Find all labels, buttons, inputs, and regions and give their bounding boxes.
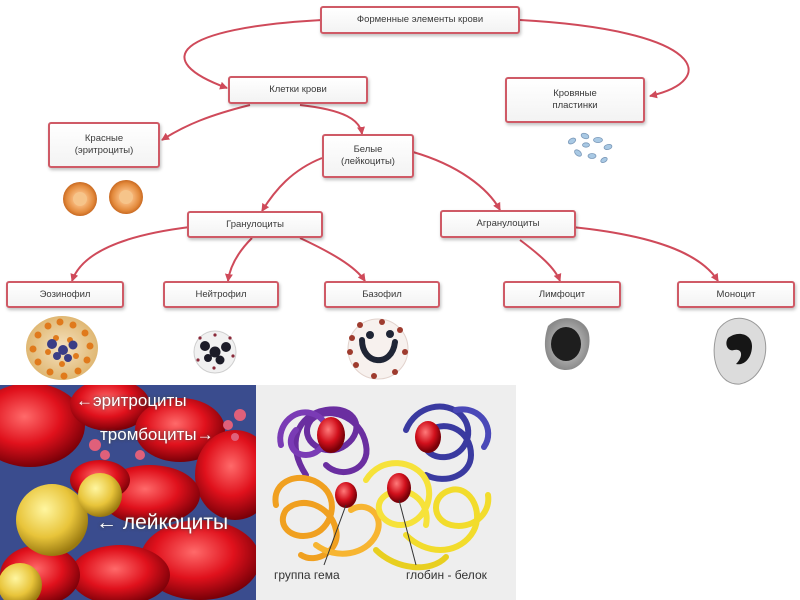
arrow-white-to-granulocytes	[261, 157, 323, 212]
node-basophil: Базофил	[324, 281, 440, 308]
node-granulocytes: Гранулоциты	[187, 211, 323, 238]
label-platelets: тромбоциты→	[100, 425, 214, 444]
arrow-cells-to-red	[161, 104, 251, 141]
arrow-gran-to-eosinophil	[70, 226, 191, 282]
blood-micrograph-panel: ←эритроциты тромбоциты→ ← лейкоциты	[0, 385, 256, 600]
hemoglobin-model-image	[272, 403, 492, 571]
label-leukocytes: ← лейкоциты	[96, 511, 229, 534]
arrow-root-to-cells	[183, 19, 323, 90]
platelet-icon	[567, 132, 613, 163]
node-formed-elements: Форменные элементы крови	[320, 6, 520, 34]
node-monocyte: Моноцит	[677, 281, 795, 308]
arrow-white-to-agranulocytes	[412, 151, 501, 211]
arrow-cells-to-white	[299, 104, 365, 135]
node-neutrophil: Нейтрофил	[163, 281, 279, 308]
arrow-gran-to-basophil	[299, 237, 366, 282]
monocyte-icon	[713, 317, 767, 385]
erythrocyte-icon	[109, 180, 143, 214]
node-agranulocytes: Агранулоциты	[440, 210, 576, 238]
label-globin-protein: глобин - белок	[406, 568, 487, 582]
arrow-agran-to-lymphocyte	[519, 239, 562, 282]
connector-arrows	[70, 19, 719, 282]
node-red-cells: Красные (эритроциты)	[48, 122, 160, 168]
arrow-gran-to-neutrophil	[224, 237, 253, 282]
arrow-agran-to-monocyte	[571, 226, 719, 282]
lymphocyte-icon	[544, 318, 590, 370]
label-heme-group: группа гема	[274, 568, 340, 582]
neutrophil-icon	[193, 330, 237, 374]
node-blood-cells: Клетки крови	[228, 76, 368, 104]
node-white-cells: Белые (лейкоциты)	[322, 134, 414, 178]
eosinophil-icon	[26, 316, 98, 380]
hemoglobin-panel: группа гема глобин - белок	[256, 385, 516, 600]
cell-illustrations	[26, 132, 767, 385]
blood-cells-image	[0, 385, 256, 600]
node-eosinophil: Эозинофил	[6, 281, 124, 308]
basophil-icon	[347, 318, 409, 380]
erythrocyte-icon	[63, 182, 97, 216]
node-platelets: Кровяные пластинки	[505, 77, 645, 123]
arrow-root-to-platelets	[519, 19, 690, 99]
node-lymphocyte: Лимфоцит	[503, 281, 621, 308]
label-erythrocytes: ←эритроциты	[76, 391, 187, 410]
